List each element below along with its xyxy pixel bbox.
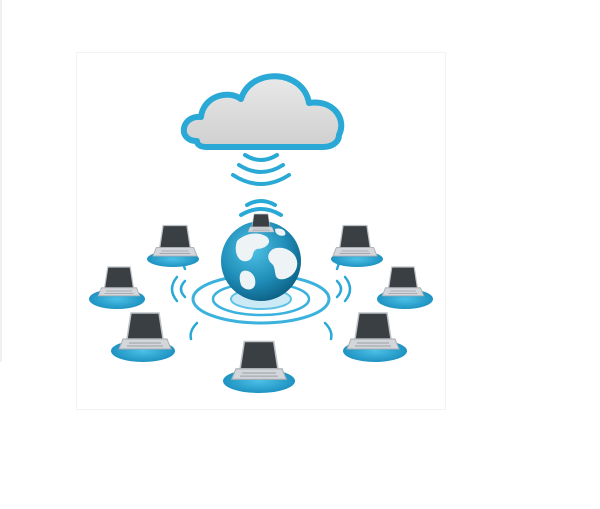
laptop-node-top-left bbox=[147, 224, 199, 267]
illustration-canvas bbox=[89, 73, 433, 393]
page-left-edge bbox=[0, 0, 2, 362]
laptop-node-bottom-center bbox=[223, 340, 295, 393]
cloud-network-illustration bbox=[76, 52, 446, 410]
laptop-node-top-right bbox=[331, 224, 383, 267]
globe-icon bbox=[221, 221, 301, 301]
cloud-icon bbox=[180, 73, 345, 150]
laptop-node-left bbox=[89, 266, 145, 309]
laptop-node-bottom-left bbox=[111, 312, 175, 362]
laptop-node-right bbox=[377, 266, 433, 309]
cloud-signal-icon bbox=[231, 153, 291, 186]
globe-signal-icon bbox=[239, 199, 283, 217]
laptop-node-bottom-right bbox=[343, 312, 407, 362]
